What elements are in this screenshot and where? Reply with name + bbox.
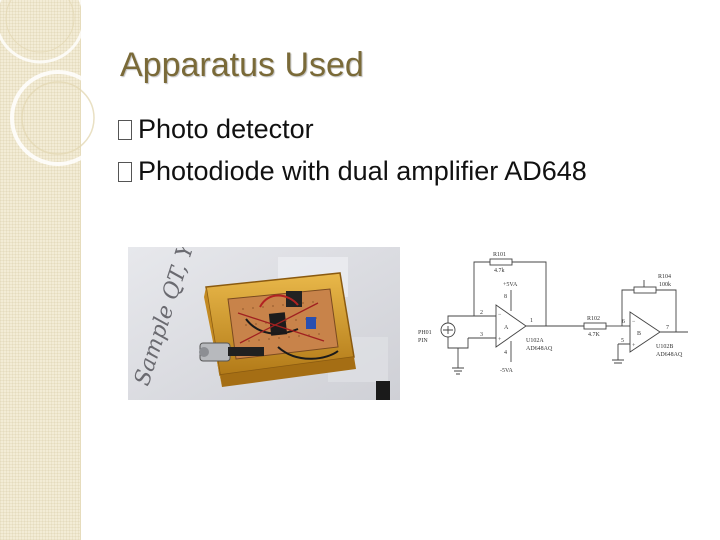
label-plus-b: + (632, 343, 636, 349)
apparatus-photo: Sample QT, Yun (128, 247, 400, 400)
label-u102a: U102A (526, 338, 544, 344)
label-r104-value: 100k (659, 282, 671, 288)
label-r102-value: 4.7K (588, 332, 601, 338)
label-pin4: 4 (504, 350, 507, 356)
label-r102: R102 (587, 316, 600, 322)
label-pin7: 7 (666, 325, 669, 331)
bullet-box-icon (118, 162, 132, 182)
decorative-circles (0, 0, 140, 240)
label-vpos: +5VA (503, 282, 518, 288)
label-pin5: 5 (621, 338, 624, 344)
label-u102b: U102B (656, 344, 673, 350)
label-minus-b: − (632, 319, 636, 325)
left-decorative-band (0, 0, 81, 540)
label-amp-a: A (504, 325, 509, 331)
label-photodiode-type: PIN (418, 338, 428, 344)
label-r101: R101 (493, 252, 506, 258)
bullet-item: Photo detector (118, 108, 587, 150)
bullet-text: Photo detector (138, 114, 314, 144)
label-ad648aq-a: AD648AQ (526, 346, 553, 352)
label-pin6: 6 (622, 319, 625, 325)
label-pin1: 1 (530, 318, 533, 324)
label-r101-value: 4.7k (494, 268, 505, 274)
label-r104: R104 (658, 274, 671, 280)
label-minus-a: − (498, 312, 502, 318)
bullet-item: Photodiode with dual amplifier AD648 (118, 150, 587, 192)
slide-title: Apparatus Used (120, 46, 364, 84)
label-pin3: 3 (480, 332, 483, 338)
circuit-schematic: R101 4.7k A − + +5VA -5VA 8 4 2 3 1 U102… (408, 250, 690, 385)
label-amp-b: B (637, 331, 641, 337)
label-plus-a: + (498, 337, 502, 343)
bullet-list: Photo detector Photodiode with dual ampl… (118, 108, 587, 192)
label-pin8: 8 (504, 294, 507, 300)
label-photodiode: PH01 (418, 330, 432, 336)
label-ad648aq-b: AD648AQ (656, 352, 683, 358)
label-vneg: -5VA (500, 368, 514, 374)
bullet-text: Photodiode with dual amplifier AD648 (138, 156, 587, 186)
bullet-box-icon (118, 120, 132, 140)
label-pin2: 2 (480, 310, 483, 316)
